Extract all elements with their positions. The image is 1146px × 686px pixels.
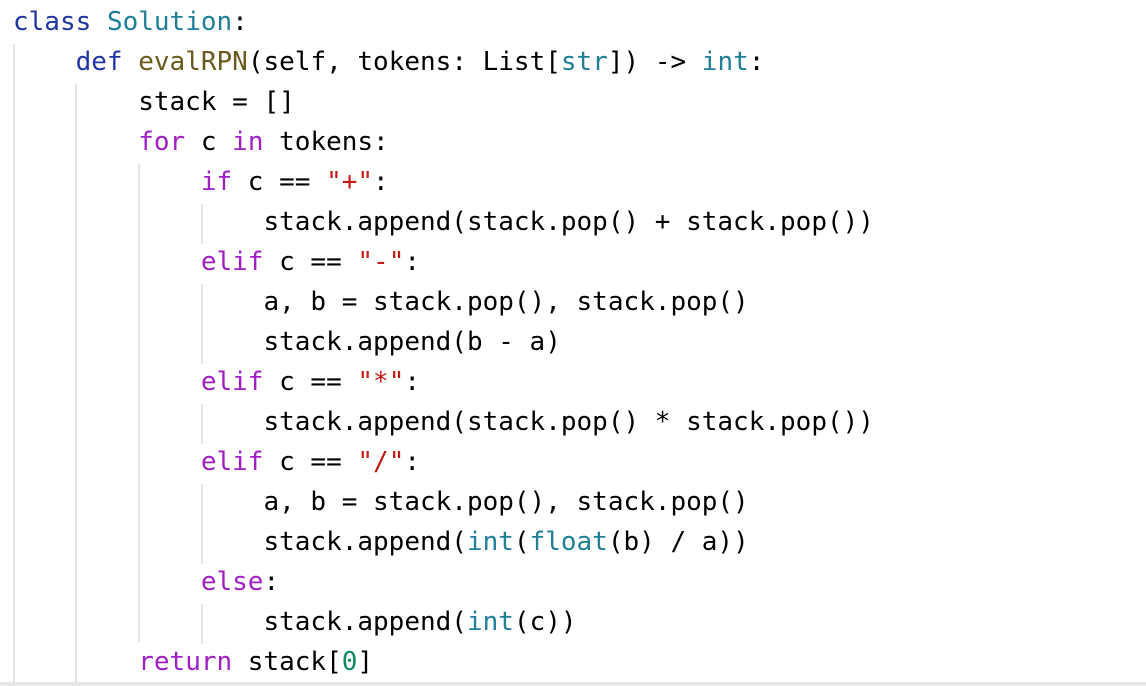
code-token-number: 0 [341, 647, 358, 677]
code-token-plain: : [232, 7, 248, 37]
code-line-13[interactable]: a, b = stack.pop(), stack.pop() [13, 482, 1146, 522]
indent-guide-level-2 [75, 84, 77, 682]
code-token-plain: c == [263, 247, 358, 277]
code-token-plain: stack.append( [13, 607, 467, 637]
code-token-keyword: def [75, 47, 123, 77]
code-token-control: for [138, 127, 186, 157]
code-token-plain: ] [357, 647, 374, 677]
code-token-builtin: int [701, 47, 749, 77]
code-line-12[interactable]: elif c == "/": [13, 442, 1146, 482]
code-line-15[interactable]: else: [13, 562, 1146, 602]
code-token-plain [13, 127, 138, 157]
code-token-plain: c == [232, 167, 327, 197]
code-token-control: in [232, 127, 264, 157]
indent-guide-level-3 [138, 164, 140, 642]
code-token-control: elif [200, 247, 264, 277]
code-token-builtin: str [560, 47, 608, 77]
indent-guide-if-plus-body [201, 204, 203, 244]
code-token-funcname: evalRPN [138, 47, 248, 77]
code-token-plain: stack.append( [13, 527, 467, 557]
code-token-control: else [200, 567, 264, 597]
code-token-plain: stack = [] [13, 87, 295, 117]
indent-guide-else-body [201, 604, 203, 644]
code-line-2[interactable]: def evalRPN(self, tokens: List[str]) -> … [13, 42, 1146, 82]
code-token-plain: : [404, 367, 421, 397]
code-token-plain: ( [513, 527, 530, 557]
indent-guide-elif-multiply-body [201, 404, 203, 444]
code-token-plain: stack[ [232, 647, 342, 677]
code-token-plain: c == [263, 367, 358, 397]
code-token-plain [13, 447, 201, 477]
code-token-plain: tokens: [263, 127, 389, 157]
code-token-plain [13, 367, 201, 397]
code-line-6[interactable]: stack.append(stack.pop() + stack.pop()) [13, 202, 1146, 242]
code-token-control: return [138, 647, 233, 677]
code-line-8[interactable]: a, b = stack.pop(), stack.pop() [13, 282, 1146, 322]
code-token-plain [123, 47, 139, 77]
code-token-builtin: float [529, 527, 608, 557]
code-token-plain [13, 567, 201, 597]
code-token-control: elif [200, 447, 264, 477]
code-token-plain: stack.append(stack.pop() * stack.pop()) [13, 407, 874, 437]
code-token-plain: : [373, 167, 389, 197]
code-token-plain [13, 167, 201, 197]
code-line-9[interactable]: stack.append(b - a) [13, 322, 1146, 362]
code-token-plain: a, b = stack.pop(), stack.pop() [13, 487, 749, 517]
code-token-plain: : [404, 247, 421, 277]
code-token-plain [13, 647, 138, 677]
code-token-keyword: class [13, 7, 92, 37]
code-token-plain [91, 7, 107, 37]
code-line-4[interactable]: for c in tokens: [13, 122, 1146, 162]
code-token-string: "/" [357, 447, 405, 477]
code-token-plain: stack.append(b - a) [13, 327, 561, 357]
code-line-17[interactable]: return stack[0] [13, 642, 1146, 682]
code-line-3[interactable]: stack = [] [13, 82, 1146, 122]
code-token-plain: c [185, 127, 233, 157]
code-token-plain: : [748, 47, 765, 77]
code-token-control: elif [200, 367, 264, 397]
code-line-1[interactable]: class Solution: [13, 2, 1146, 42]
code-line-5[interactable]: if c == "+": [13, 162, 1146, 202]
code-token-plain: a, b = stack.pop(), stack.pop() [13, 287, 749, 317]
code-token-plain [13, 47, 76, 77]
code-token-plain: (self, tokens: List[ [247, 47, 561, 77]
code-line-14[interactable]: stack.append(int(float(b) / a)) [13, 522, 1146, 562]
code-line-10[interactable]: elif c == "*": [13, 362, 1146, 402]
code-token-builtin: int [466, 607, 514, 637]
code-line-11[interactable]: stack.append(stack.pop() * stack.pop()) [13, 402, 1146, 442]
code-token-plain: (c)) [513, 607, 577, 637]
code-line-7[interactable]: elif c == "-": [13, 242, 1146, 282]
code-token-string: "+" [326, 167, 374, 197]
indent-guide-level-1 [13, 44, 15, 682]
code-token-builtin: int [466, 527, 514, 557]
editor-bottom-border [0, 682, 1146, 686]
code-token-plain [13, 247, 201, 277]
code-token-plain: stack.append(stack.pop() + stack.pop()) [13, 207, 874, 237]
code-token-control: if [200, 167, 233, 197]
code-token-plain: : [263, 567, 280, 597]
code-line-16[interactable]: stack.append(int(c)) [13, 602, 1146, 642]
code-token-plain: (b) / a)) [607, 527, 749, 557]
code-token-plain: ]) -> [607, 47, 702, 77]
code-token-plain: : [404, 447, 421, 477]
code-token-string: "-" [357, 247, 405, 277]
code-token-string: "*" [357, 367, 405, 397]
indent-guide-elif-minus-body [201, 284, 203, 364]
code-token-classname: Solution [106, 7, 233, 37]
indent-guide-elif-divide-body [201, 484, 203, 564]
code-token-plain: c == [263, 447, 358, 477]
